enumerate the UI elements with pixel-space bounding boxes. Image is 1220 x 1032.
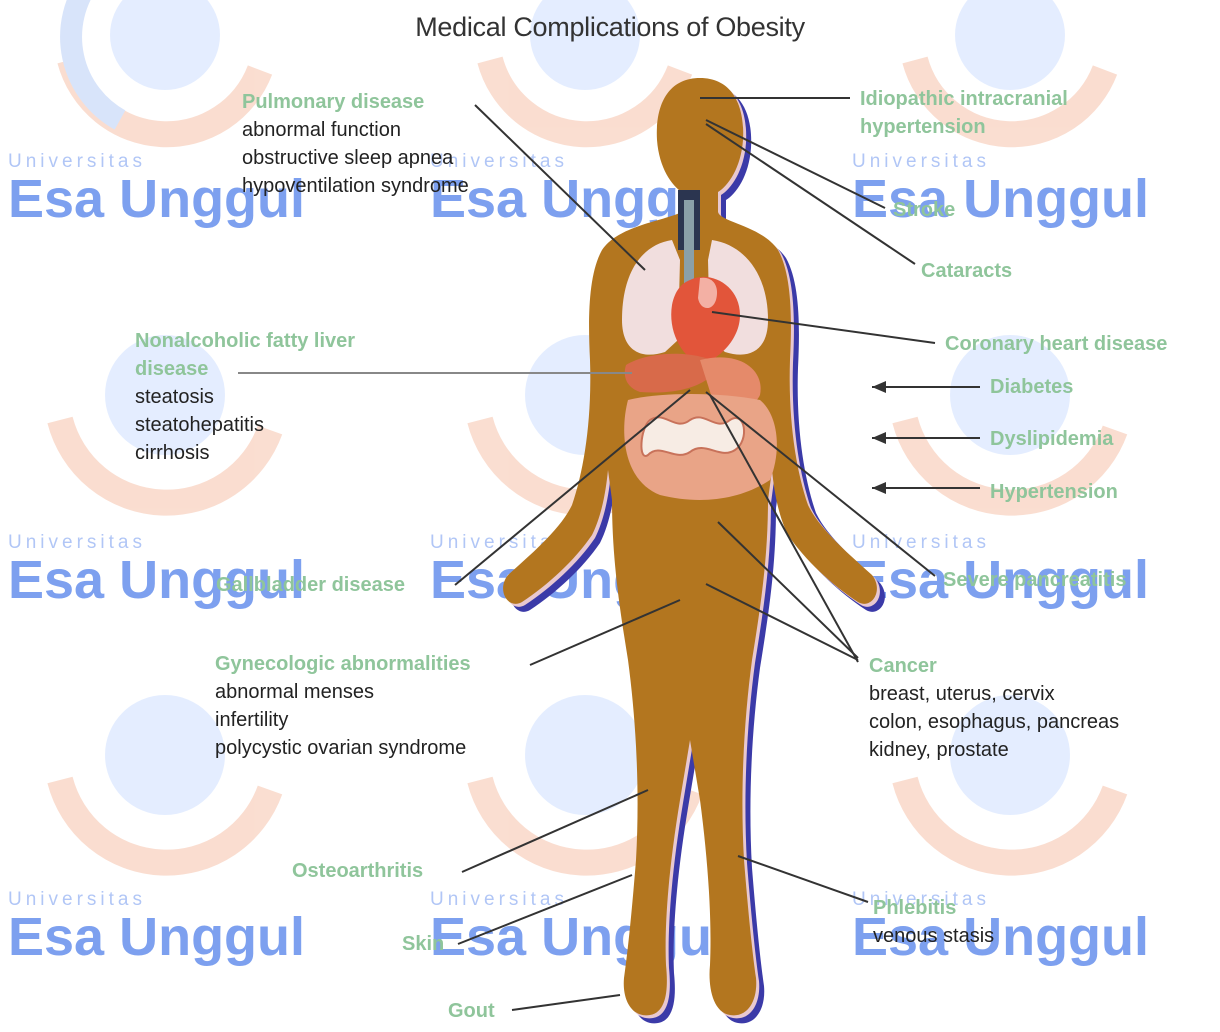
- label-pulmonary-detail-3: hypoventilation syndrome: [242, 172, 469, 200]
- watermark-logo-5: [480, 335, 690, 503]
- arrowhead-dyslipidemia: [872, 432, 886, 444]
- watermark-small-8: Universitas: [430, 889, 568, 910]
- label-diabetes-heading: Diabetes: [990, 373, 1073, 401]
- watermark-small-6: Universitas: [852, 532, 990, 553]
- label-iih: Idiopathic intracranial hypertension: [860, 85, 1068, 141]
- watermark-small-7: Universitas: [8, 889, 146, 910]
- label-stroke-heading: Stroke: [893, 196, 955, 224]
- label-nafld: Nonalcoholic fatty liver disease steatos…: [135, 327, 355, 467]
- arrowhead-diabetes: [872, 381, 886, 393]
- watermark-big-7: Esa Unggul: [8, 907, 305, 967]
- label-diabetes: Diabetes: [990, 373, 1073, 401]
- label-cataracts-heading: Cataracts: [921, 257, 1012, 285]
- right-lung: [708, 240, 768, 355]
- leader-phlebitis: [738, 856, 868, 902]
- label-pancreatitis-heading: Severe pancreatitis: [943, 566, 1126, 594]
- label-phlebitis: Phlebitis venous stasis: [873, 894, 994, 950]
- label-cancer-detail-2: colon, esophagus, pancreas: [869, 708, 1119, 736]
- label-gynecologic-detail-1: abnormal menses: [215, 678, 471, 706]
- label-cataracts: Cataracts: [921, 257, 1012, 285]
- label-osteoarthritis-heading: Osteoarthritis: [292, 857, 423, 885]
- leader-cancer-3: [710, 395, 858, 662]
- label-chd-heading: Coronary heart disease: [945, 330, 1167, 358]
- label-cancer-detail-3: kidney, prostate: [869, 736, 1119, 764]
- label-chd: Coronary heart disease: [945, 330, 1167, 358]
- trachea: [684, 200, 694, 300]
- label-skin: Skin: [402, 930, 444, 958]
- arrowhead-hypertension: [872, 482, 886, 494]
- leader-chd: [712, 312, 935, 343]
- label-skin-heading: Skin: [402, 930, 444, 958]
- label-gynecologic: Gynecologic abnormalities abnormal mense…: [215, 650, 471, 762]
- label-hypertension-heading: Hypertension: [990, 478, 1118, 506]
- liver: [625, 354, 720, 393]
- leader-cancer-1: [718, 522, 858, 658]
- label-gout-heading: Gout: [448, 997, 495, 1025]
- leader-stroke: [706, 120, 885, 208]
- small-bowel: [641, 417, 744, 456]
- label-gynecologic-detail-2: infertility: [215, 706, 471, 734]
- label-pulmonary-heading: Pulmonary disease: [242, 88, 469, 116]
- intestines: [624, 394, 777, 500]
- leader-cancer-2: [706, 584, 858, 660]
- label-gout: Gout: [448, 997, 495, 1025]
- label-hypertension: Hypertension: [990, 478, 1118, 506]
- label-nafld-heading-2: disease: [135, 355, 355, 383]
- label-cancer: Cancer breast, uterus, cervix colon, eso…: [869, 652, 1119, 764]
- watermark-small-3: Universitas: [852, 151, 990, 172]
- heart: [671, 277, 740, 365]
- watermark-small-4: Universitas: [8, 532, 146, 553]
- label-gallbladder-heading: Gallbladder disease: [216, 571, 405, 599]
- diagram-title: Medical Complications of Obesity: [0, 12, 1220, 43]
- leader-pulmonary: [475, 105, 645, 270]
- label-pancreatitis: Severe pancreatitis: [943, 566, 1126, 594]
- label-gynecologic-detail-3: polycystic ovarian syndrome: [215, 734, 471, 762]
- leader-gynecologic: [530, 600, 680, 665]
- label-osteoarthritis: Osteoarthritis: [292, 857, 423, 885]
- label-cancer-detail-1: breast, uterus, cervix: [869, 680, 1119, 708]
- leader-osteoarthritis: [462, 790, 648, 872]
- left-lung: [622, 240, 680, 355]
- watermark-big-8: Esa Unggul: [430, 907, 727, 967]
- watermark-small-5: Universitas: [430, 532, 568, 553]
- watermark-big-2: Esa Unggul: [430, 169, 727, 229]
- leader-cataracts: [706, 124, 915, 264]
- leader-pancreatitis: [706, 392, 935, 576]
- body-silhouette: [503, 78, 877, 1015]
- body-shadow: [511, 86, 885, 1023]
- label-nafld-detail-3: cirrhosis: [135, 439, 355, 467]
- label-cancer-heading: Cancer: [869, 652, 1119, 680]
- throat: [678, 190, 700, 250]
- label-nafld-detail-2: steatohepatitis: [135, 411, 355, 439]
- label-gallbladder: Gallbladder disease: [216, 571, 405, 599]
- label-gynecologic-heading: Gynecologic abnormalities: [215, 650, 471, 678]
- leader-gallbladder: [455, 390, 690, 585]
- leader-gout: [512, 995, 620, 1010]
- label-iih-heading-1: Idiopathic intracranial: [860, 85, 1068, 113]
- watermark-logo-8: [480, 695, 690, 863]
- label-pulmonary-detail-2: obstructive sleep apnea: [242, 144, 469, 172]
- label-nafld-heading-1: Nonalcoholic fatty liver: [135, 327, 355, 355]
- watermark-big-5: Esa Unggul: [430, 550, 727, 610]
- label-phlebitis-detail-1: venous stasis: [873, 922, 994, 950]
- label-dyslipidemia: Dyslipidemia: [990, 425, 1113, 453]
- label-pulmonary-detail-1: abnormal function: [242, 116, 469, 144]
- label-phlebitis-heading: Phlebitis: [873, 894, 994, 922]
- label-nafld-detail-1: steatosis: [135, 383, 355, 411]
- label-dyslipidemia-heading: Dyslipidemia: [990, 425, 1113, 453]
- stomach: [700, 357, 761, 407]
- label-pulmonary: Pulmonary disease abnormal function obst…: [242, 88, 469, 200]
- label-iih-heading-2: hypertension: [860, 113, 1068, 141]
- label-stroke: Stroke: [893, 196, 955, 224]
- leader-skin: [458, 875, 632, 944]
- watermark-small-1: Universitas: [8, 151, 146, 172]
